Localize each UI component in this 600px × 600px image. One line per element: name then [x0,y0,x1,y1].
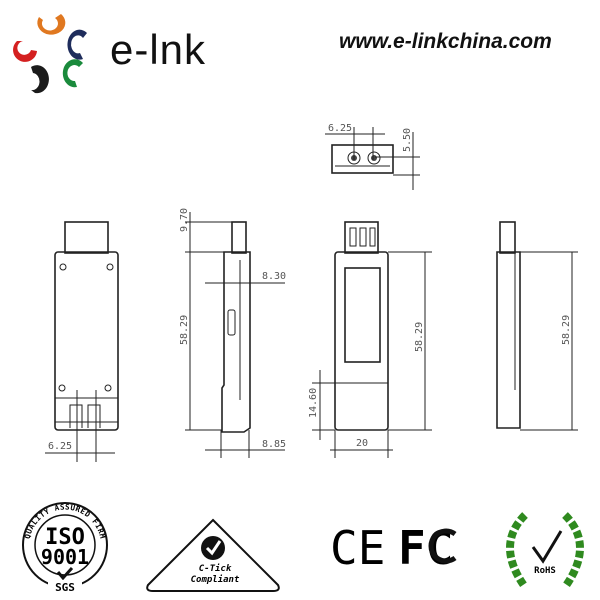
ctick-line2: Compliant [191,574,240,585]
iso-line1: ISO [45,525,85,550]
side-view-2: 58.29 [496,221,578,431]
back-view: 58.29 14.60 20 [308,221,432,458]
c-tick-logo: C-Tick Compliant [146,518,280,592]
ce-mark: CE [330,521,385,575]
dim-front-port: 6.25 [48,441,72,452]
side-view: 9.70 58.29 8.30 8.85 [179,208,286,458]
dim-side2-length: 58.29 [561,315,572,345]
ctick-line1: C-Tick [199,563,232,574]
dim-side-base: 8.85 [262,439,286,450]
brand-name: e-lnk [110,26,207,73]
ce-fcc-logo: CE FC [330,521,457,575]
rohs-logo: RoHS [506,512,584,590]
rohs-label: RoHS [534,566,556,576]
top-view: 6.25 5.50 [325,123,420,190]
iso-line2: 9001 [41,545,89,569]
e-link-logo [13,14,87,94]
website-url[interactable]: www.e-linkchina.com [339,30,552,53]
iso-9001-logo: QUALITY ASSURED FIRM ISO 9001 SGS [22,502,108,594]
dim-back-width: 20 [356,438,368,449]
front-view: 6.25 [45,221,119,462]
iso-mark: SGS [55,581,75,594]
dim-top-width: 6.25 [328,123,352,134]
dim-back-length: 58.29 [414,322,425,352]
dim-back-lower: 14.60 [308,388,319,418]
dim-side-plug: 9.70 [179,208,190,232]
dim-top-height: 5.50 [402,128,413,152]
dim-side-thickness: 8.30 [262,271,286,282]
dim-side-length: 58.29 [179,315,190,345]
technical-drawing: 6.25 5.50 6.25 9.70 58.29 8.30 8.85 [45,123,578,462]
